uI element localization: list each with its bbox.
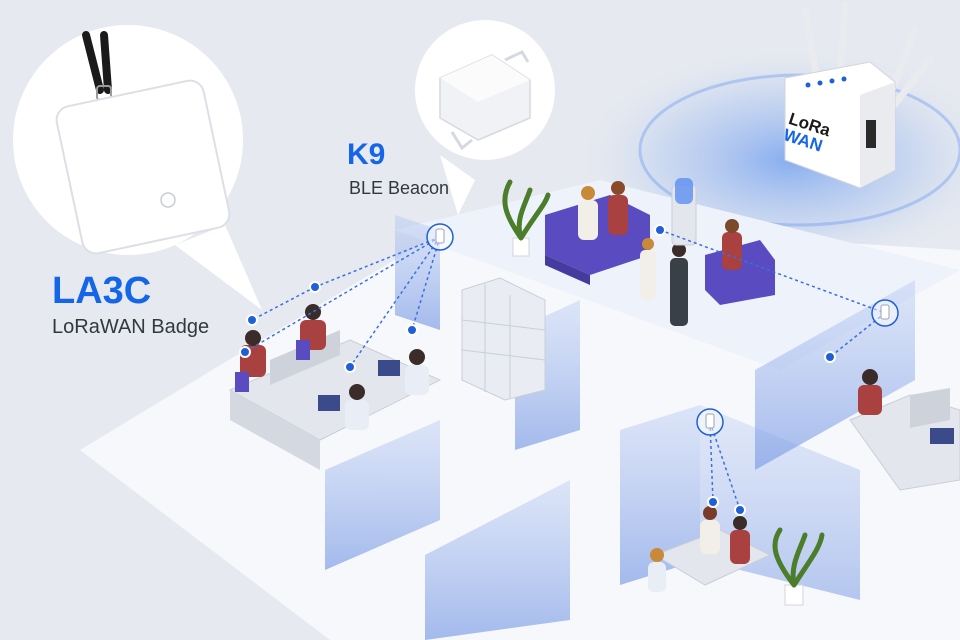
gateway-leds — [805, 76, 847, 88]
beacon-marker-right — [871, 299, 899, 327]
beacon-marker-k9 — [426, 223, 454, 251]
glass-wall-meeting — [620, 405, 700, 585]
lorawan-gateway — [784, 1, 934, 189]
plant-meeting — [772, 527, 825, 606]
beacon-signal-lines — [244, 229, 886, 511]
beacon-model-label: K9 — [347, 138, 386, 171]
glass-wall-left — [325, 420, 440, 570]
beacon-description-label: BLE Beacon — [349, 178, 450, 198]
glass-wall-bottom — [425, 480, 570, 640]
filing-cabinets — [461, 277, 546, 401]
lounge-area — [545, 178, 775, 326]
k9-device — [439, 50, 531, 151]
beacon-marker-meeting — [696, 408, 724, 436]
desk-cluster-right — [849, 369, 960, 491]
badge-model-label: LA3C — [52, 270, 152, 312]
beacon-callout — [415, 20, 555, 215]
badge-callout — [13, 25, 262, 310]
badge-device — [55, 31, 231, 255]
desk-cluster-left — [228, 304, 442, 470]
meeting-room — [648, 506, 772, 592]
badge-description-label: LoRaWAN Badge — [52, 316, 210, 338]
glass-wall-right — [755, 280, 915, 470]
signal-nodes — [239, 224, 836, 516]
plant-lounge — [502, 179, 551, 257]
